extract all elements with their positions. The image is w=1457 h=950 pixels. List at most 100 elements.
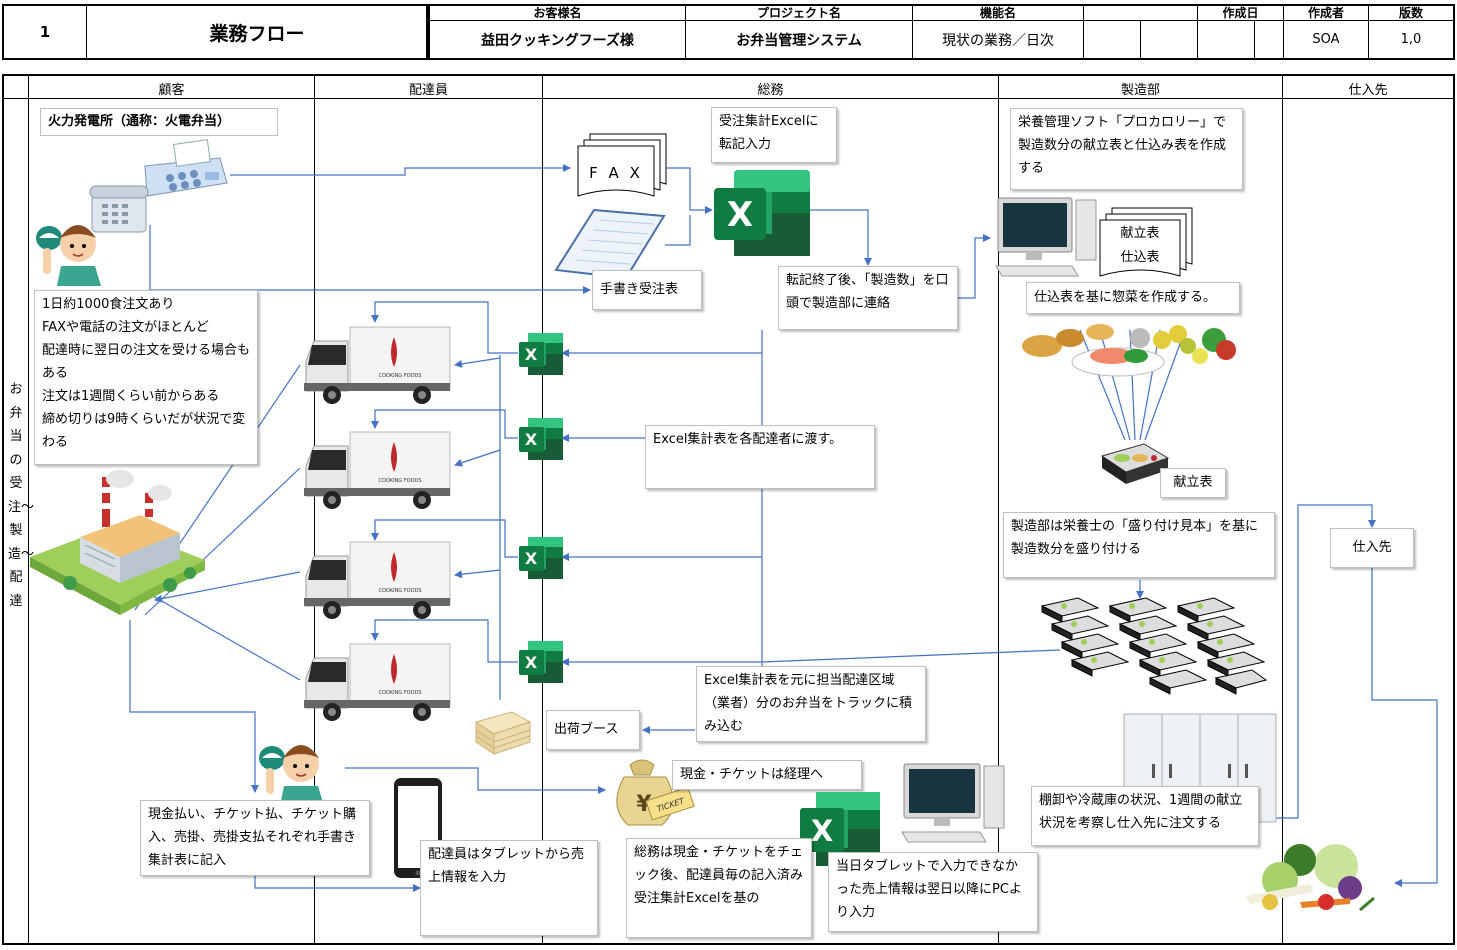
doc-title: 業務フロー — [209, 22, 305, 45]
connector — [1079, 329, 1126, 441]
delivery-truck-icon: COOKING FOODS — [304, 431, 451, 509]
excel-handout-note: Excel集計表を各配達者に渡す。 — [645, 425, 875, 489]
connector — [454, 569, 501, 579]
food-platter-icon — [1022, 324, 1236, 377]
worker-person-icon — [259, 745, 324, 806]
connector — [958, 234, 991, 299]
prep-doc-label: 仕込表 — [1120, 250, 1160, 265]
connector — [454, 449, 501, 467]
desktop-pc-icon — [995, 197, 1097, 277]
truck-logo-text: COOKING FOODS — [378, 588, 421, 594]
author-value: SOA — [1312, 32, 1340, 47]
meta-col-divider — [912, 6, 913, 58]
shipping-booth-note: 出荷ブース — [546, 710, 640, 750]
lane-manufacturing: 製造部 — [1120, 82, 1160, 98]
meta-col-divider — [1283, 6, 1284, 58]
delivery-truck-icon: COOKING FOODS — [304, 326, 451, 404]
money-bag-icon: ¥ TICKET — [616, 759, 695, 826]
lane-header-line — [4, 98, 1453, 99]
connector — [371, 519, 518, 558]
cash-to-accounting-note: 現金・チケットは経理へ — [672, 760, 862, 790]
excel-icon: X — [519, 333, 563, 375]
soumu-check-note: 総務は現金・チケットをチェック後、配達員毎の記入済み受注集計Excelを基の — [626, 838, 812, 938]
connector — [371, 409, 518, 439]
supplier-note: 仕入先 — [1330, 528, 1414, 568]
truck-logo-text: COOKING FOODS — [378, 478, 421, 484]
excel-letter: X — [525, 549, 538, 568]
meta-table — [428, 4, 1455, 60]
connector — [254, 875, 421, 892]
function-value: 現状の業務／日次 — [942, 32, 1054, 49]
menu-doc-label: 献立表 — [1120, 226, 1160, 241]
loading-note: Excel集計表を元に担当配達区域（業者）分のお弁当をトラックに積み込む — [696, 666, 926, 742]
connector — [454, 357, 501, 368]
meta-col-divider — [1140, 20, 1141, 58]
connector — [129, 620, 259, 793]
power-plant-icon — [30, 470, 205, 615]
meta-col-divider — [1254, 20, 1255, 58]
truck-logo-text: COOKING FOODS — [378, 373, 421, 379]
meta-col-divider — [1083, 6, 1084, 58]
project-label: プロジェクト名 — [756, 6, 841, 20]
lane-general-affairs: 総務 — [757, 82, 784, 98]
truck-logo-text: COOKING FOODS — [378, 690, 421, 696]
version-value: 1,0 — [1400, 32, 1422, 47]
connector — [667, 167, 713, 214]
excel-icon: X — [519, 537, 563, 579]
connector — [1371, 568, 1438, 887]
fax-document-icon: F A X — [577, 133, 667, 197]
nutrition-software-note: 栄養管理ソフト「プロカロリー」で製造数分の献立表と仕込み表を作成する — [1010, 108, 1243, 190]
meta-col-divider — [1197, 6, 1198, 58]
connector — [1258, 504, 1376, 819]
delivery-truck-icon: COOKING FOODS — [304, 643, 451, 721]
lane-divider — [28, 76, 29, 943]
lane-divider — [1282, 76, 1283, 943]
connector — [230, 164, 571, 176]
worker-person-icon — [36, 225, 101, 286]
title-block — [2, 4, 428, 60]
excel-entry-note: 受注集計Excelに転記入力 — [711, 107, 837, 163]
tablet-entry-note: 配達員はタブレットから売上情報を入力 — [420, 840, 598, 936]
vegetables-icon — [1246, 844, 1375, 912]
excel-icon: X — [714, 170, 810, 256]
customer-name-note: 火力発電所（通称：火電弁当） — [40, 108, 278, 136]
excel-letter: X — [727, 195, 753, 235]
excel-letter: X — [525, 653, 538, 672]
bento-stack-icon — [1040, 597, 1268, 695]
author-label: 作成者 — [1307, 6, 1344, 20]
lane-customer: 顧客 — [158, 82, 185, 98]
excel-letter: X — [525, 430, 538, 449]
excel-icon: X — [519, 418, 563, 460]
prep-cooking-note: 仕込表を基に惣菜を作成する。 — [1026, 282, 1240, 314]
delivery-truck-icon: COOKING FOODS — [304, 541, 451, 619]
fax-machine-icon — [144, 139, 228, 197]
connector — [371, 619, 518, 663]
title-block-divider — [86, 6, 87, 58]
connector — [154, 571, 301, 603]
connector — [149, 225, 591, 294]
desktop-pc-icon — [901, 763, 1005, 843]
connector — [665, 215, 691, 246]
after-transcription-note: 転記終了後、「製造数」を口頭で製造部に連絡 — [778, 266, 958, 330]
lane-courier: 配達員 — [408, 82, 448, 98]
excel-letter: X — [811, 814, 833, 848]
project-value: お弁当管理システム — [736, 32, 862, 49]
document-stack-icon — [1099, 207, 1193, 277]
fax-label: F A X — [589, 164, 643, 182]
connector — [371, 301, 518, 354]
menu-label-note: 献立表 — [1160, 468, 1226, 498]
client-label: お客様名 — [533, 6, 582, 20]
telephone-icon — [89, 185, 149, 233]
function-label: 機能名 — [979, 6, 1016, 20]
version-label: 版数 — [1398, 6, 1423, 20]
order-info-note: 1日約1000食注文あり FAXや電話の注文がほとんど 配達時に翌日の注文を受け… — [34, 290, 258, 465]
lane-divider — [998, 76, 999, 943]
plating-note: 製造部は栄養士の「盛り付け見本」を基に製造数分を盛り付ける — [1003, 512, 1275, 578]
connector — [1144, 329, 1186, 441]
connector — [561, 649, 1061, 666]
excel-letter: X — [525, 345, 538, 364]
lunch-box-stack-icon — [474, 711, 532, 755]
yen-mark: ¥ — [636, 792, 652, 817]
next-day-pc-note: 当日タブレットで入力できなかった売上情報は翌日以降にPCより入力 — [828, 852, 1038, 932]
meta-row-divider — [430, 20, 1453, 21]
